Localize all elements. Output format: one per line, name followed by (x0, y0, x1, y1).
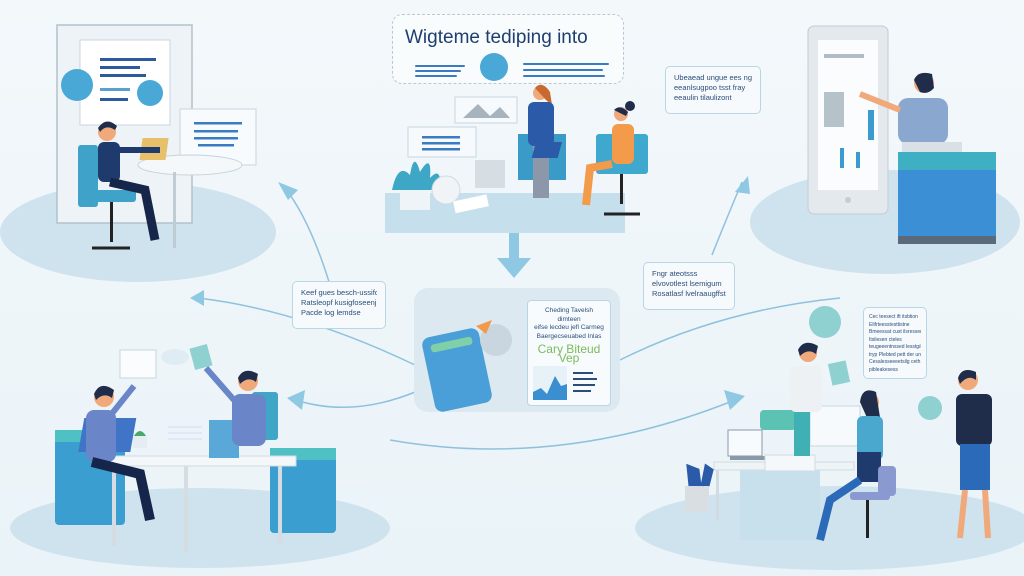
page-title: Wigteme tediping into (405, 27, 588, 48)
doc-line: eifse lecdeu jefl Carmeg (534, 324, 604, 331)
doc-line: Cheding Tavelsh dimteen (545, 307, 593, 323)
scene-top-right (807, 25, 996, 244)
arrow-line-bottom-right (389, 399, 736, 450)
callout-top-right: Ubeaead ungue ees ngt eeanlsugpoo tsst f… (665, 66, 761, 114)
scene-bottom-left (55, 344, 336, 552)
callout-line: Keef gues besch-ussifon (301, 288, 377, 297)
callout-line: Rosatlasf lvelraaugffst (652, 289, 726, 298)
text-line (523, 63, 609, 65)
callout-line: Ubeaead ungue ees ngt (674, 73, 752, 82)
arrow-curve-top-right (711, 181, 743, 256)
scene-top-left (56, 24, 257, 250)
floor-bottom-right (635, 486, 1024, 570)
callout-line: Elifrteesstesttistne (869, 321, 910, 328)
callout-line: eeaulin tilaulizont (674, 93, 732, 102)
callout-line: tryp Plebted pett der unseser (869, 351, 921, 358)
doc-line: Baergecseuabed Inlas (536, 332, 602, 340)
callout-line: Pacde log lemdse (301, 308, 361, 317)
arrow-head-down (497, 258, 531, 278)
doc-chart (533, 366, 597, 400)
arrow-head-left-lower (287, 390, 305, 410)
callout-line: Fngr ateotsss (652, 269, 698, 278)
arrow-line-mid-right (619, 297, 841, 361)
callout-line: teugeeentnssed lesstg/ecge (869, 344, 921, 350)
scene-bottom-right (685, 306, 992, 541)
notification-bubble (480, 324, 512, 356)
text-line (415, 65, 465, 67)
callout-mid-left: Keef gues besch-ussifon Ratsleopf kusigf… (292, 281, 386, 329)
arrow-head-left (190, 290, 204, 306)
callout-line: Cesalesseeeetsilg ceth (869, 359, 921, 365)
arrow-head-up-right (735, 176, 750, 194)
title-panel: Wigteme tediping into (392, 14, 624, 84)
callout-mid-right: Fngr ateotsss elvovotlest lsemigum Rosat… (643, 262, 735, 310)
callout-line: Itsilesen cteles (869, 336, 902, 343)
flow-arrows (197, 181, 841, 450)
callout-line: Cec teesect ift itsbtion (869, 314, 918, 320)
callout-line: eeanlsugpoo tsst fray (674, 83, 746, 92)
doc-highlight: Cary Biteud Vep (537, 342, 601, 365)
text-line (415, 70, 461, 72)
callout-bottom-right-note: Cec teesect ift itsbtion Elifrteesstestt… (863, 307, 927, 379)
callout-line: elvovotlest lsemigum (652, 279, 722, 288)
scene-top-center (385, 84, 648, 233)
callout-line: Ratsleopf kusigfoseenj (301, 298, 377, 307)
arrow-down-stem (509, 232, 519, 260)
arrow-heads (190, 176, 750, 410)
arrow-head-up-left (278, 182, 298, 200)
phone-illustration (422, 320, 512, 412)
rocket-icon (476, 320, 492, 334)
arrow-line-bottom-left (289, 389, 421, 409)
document-card: Cheding Tavelsh dimteen eifse lecdeu jef… (527, 300, 611, 406)
text-line (415, 75, 457, 77)
text-line (523, 69, 603, 71)
callout-line: Bmeessat cust ilsresserup (869, 329, 921, 335)
arrow-head-right (724, 390, 745, 410)
text-line (523, 75, 605, 77)
arrow-curve-top-left (284, 187, 331, 286)
globe-icon (480, 53, 508, 81)
callout-line: pibleakesess (869, 366, 898, 373)
